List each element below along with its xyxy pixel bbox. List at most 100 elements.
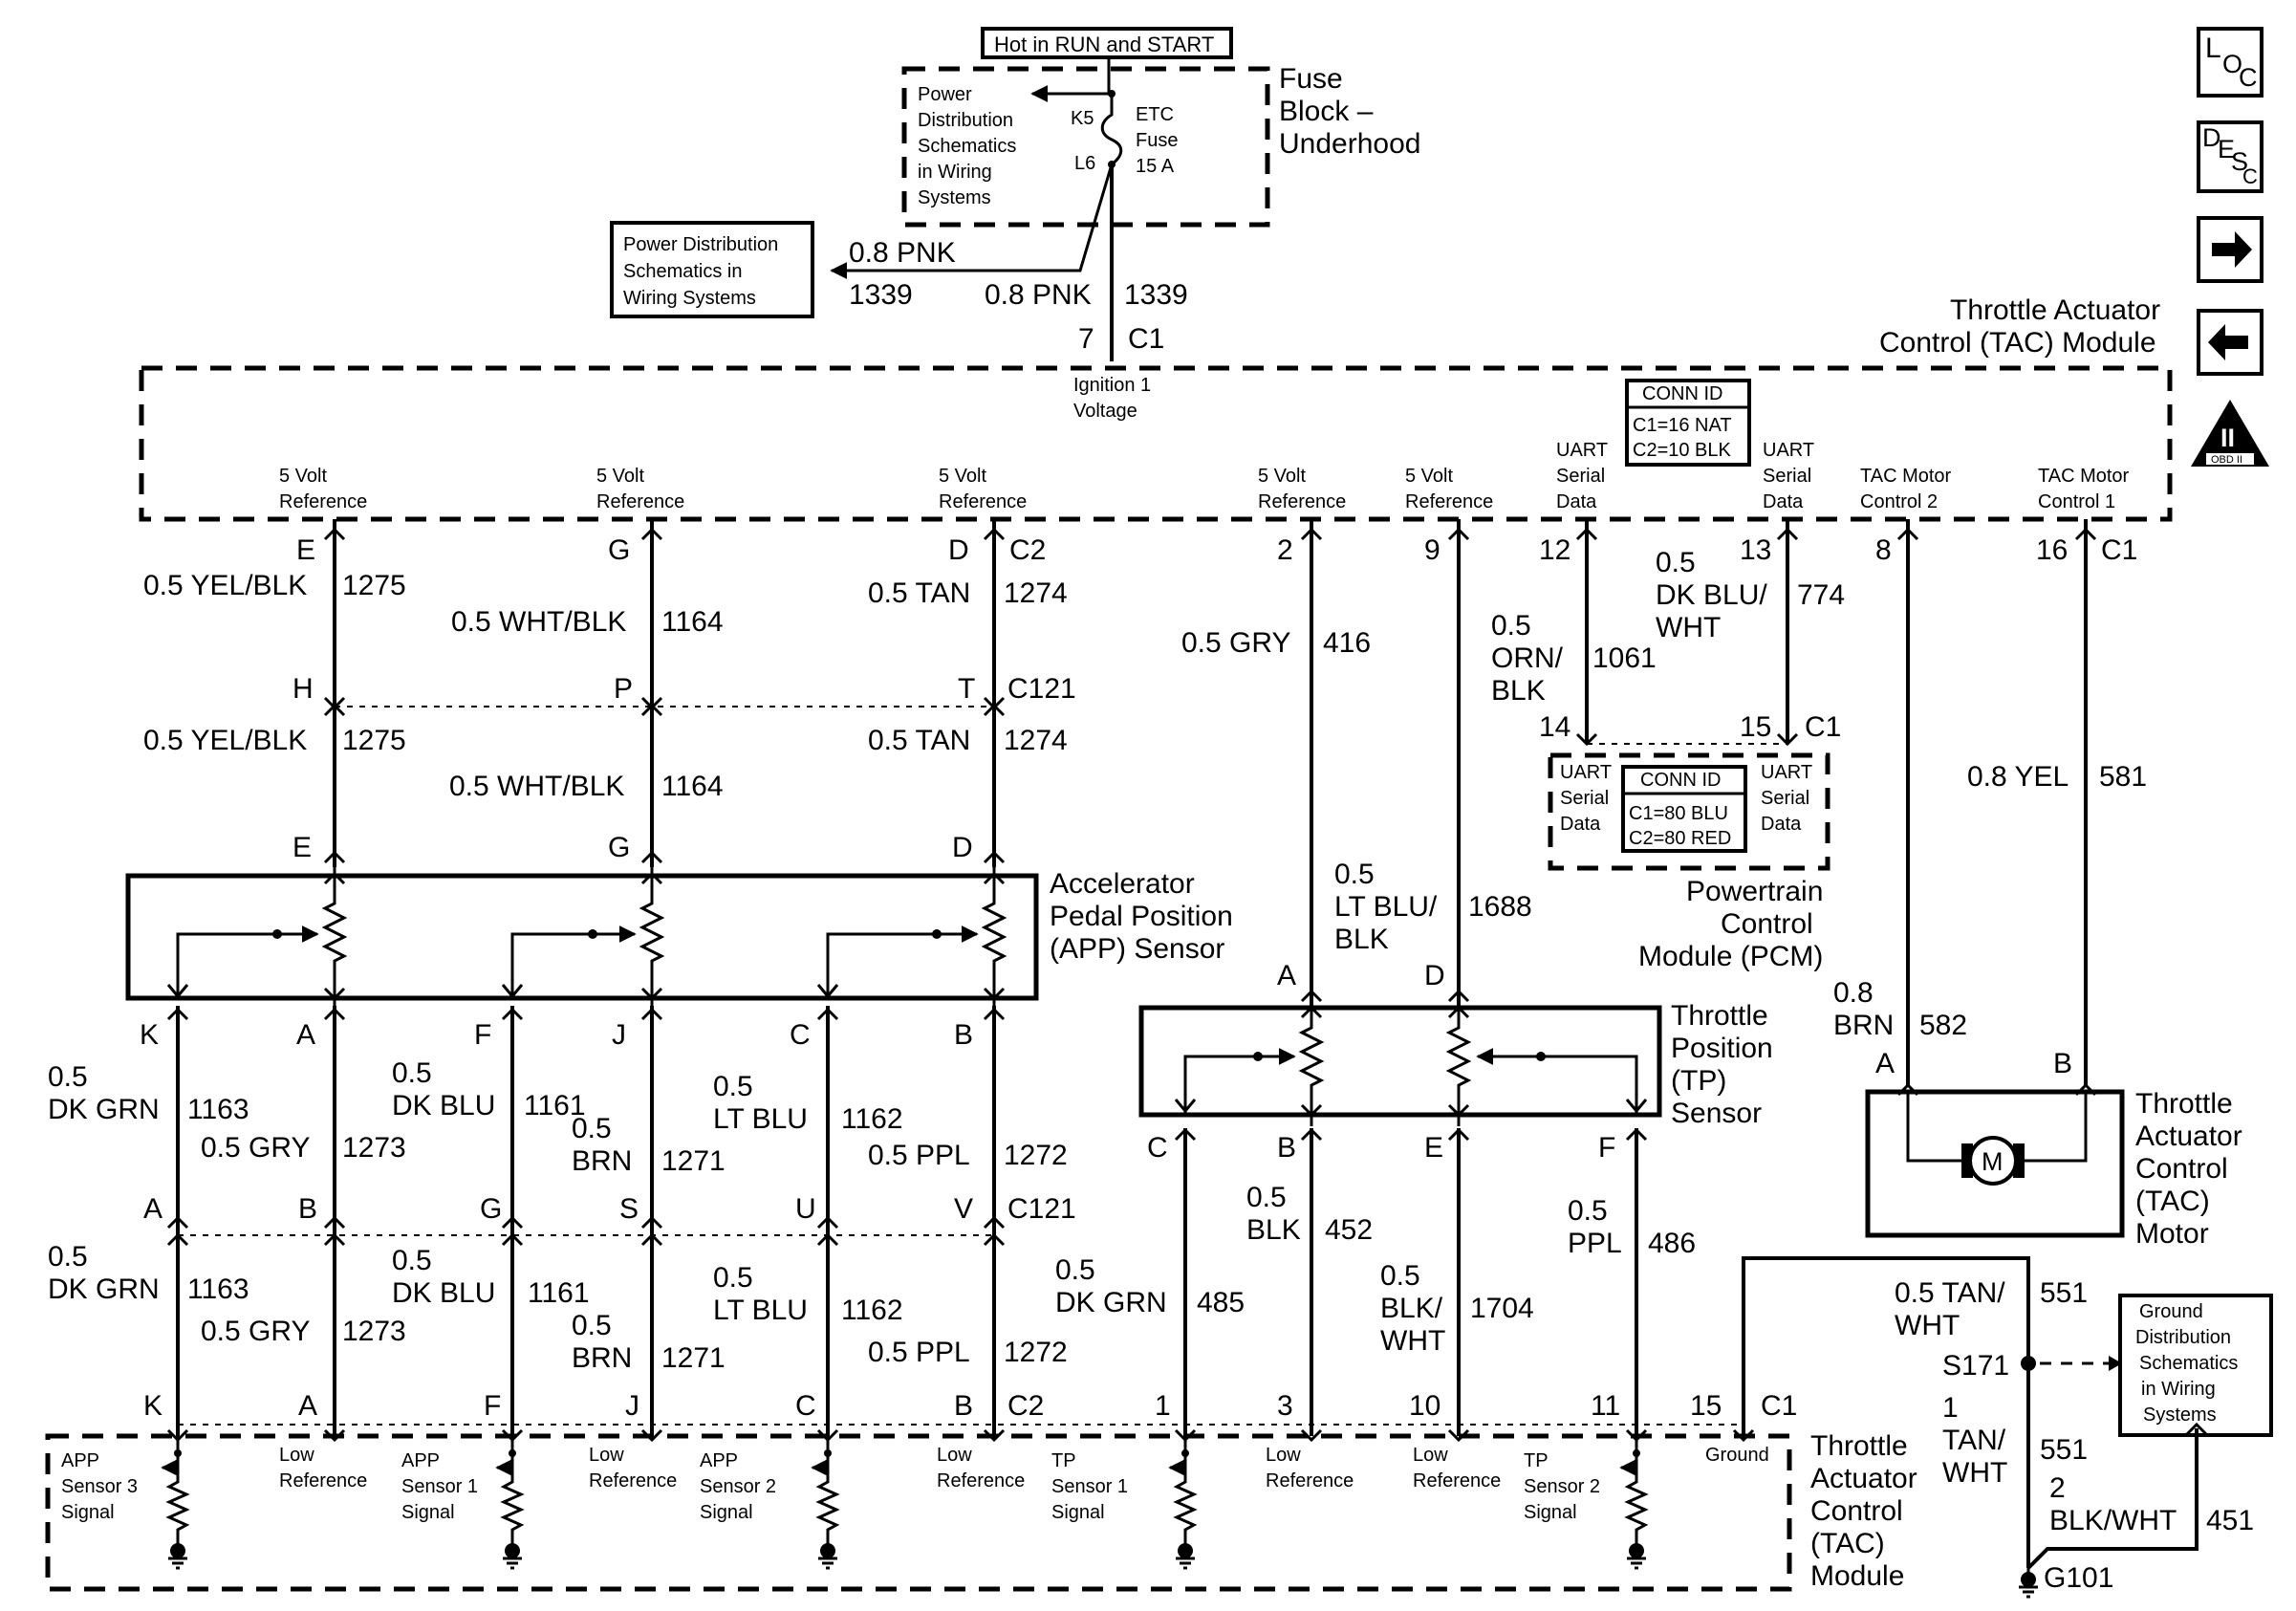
- svg-text:1163: 1163: [187, 1094, 249, 1125]
- svg-text:D: D: [1424, 960, 1445, 991]
- svg-text:1688: 1688: [1468, 891, 1532, 923]
- svg-text:A: A: [298, 1390, 317, 1422]
- svg-text:Actuator: Actuator: [2135, 1121, 2242, 1152]
- svg-text:486: 486: [1648, 1228, 1696, 1259]
- tac-motor-wires: [1896, 519, 2097, 1097]
- arrow-left-icon: [2208, 324, 2248, 360]
- svg-text:Signal: Signal: [1051, 1502, 1105, 1523]
- svg-text:551: 551: [2040, 1434, 2088, 1466]
- svg-text:13: 13: [1740, 534, 1771, 566]
- svg-text:1: 1: [1942, 1392, 1959, 1424]
- svg-text:Signal: Signal: [61, 1502, 115, 1523]
- svg-text:7: 7: [1078, 323, 1094, 355]
- svg-text:Power Distribution: Power Distribution: [623, 234, 778, 255]
- svg-text:UART: UART: [1763, 440, 1814, 461]
- svg-text:C1=16 NAT: C1=16 NAT: [1633, 415, 1732, 436]
- svg-text:581: 581: [2099, 761, 2147, 793]
- svg-text:Serial: Serial: [1556, 466, 1605, 487]
- c1-bottom-pins: 1 3 10 11 15 C1: [1155, 1390, 1797, 1422]
- next-page-button[interactable]: [2197, 216, 2264, 283]
- svg-text:1271: 1271: [661, 1145, 726, 1177]
- svg-text:2: 2: [2049, 1472, 2066, 1504]
- svg-text:Control: Control: [1721, 908, 1813, 940]
- svg-text:TAC Motor: TAC Motor: [1860, 466, 1952, 487]
- svg-text:Module (PCM): Module (PCM): [1638, 941, 1823, 972]
- svg-text:OBD II: OBD II: [2211, 454, 2242, 466]
- svg-text:UART: UART: [1556, 440, 1608, 461]
- etc-fuse-icon: [1100, 94, 1123, 166]
- svg-text:Distribution: Distribution: [2135, 1327, 2231, 1348]
- previous-page-button[interactable]: [2197, 309, 2264, 376]
- svg-text:II: II: [2220, 424, 2235, 452]
- c121-lower-pins: A B G S U V C121: [143, 1193, 1076, 1225]
- description-button[interactable]: D E S C: [2197, 120, 2264, 193]
- svg-text:DK BLU/: DK BLU/: [1656, 579, 1767, 611]
- svg-text:0.8 YEL: 0.8 YEL: [1967, 761, 2069, 793]
- svg-text:P: P: [614, 673, 633, 705]
- svg-text:1273: 1273: [342, 1316, 406, 1347]
- location-button[interactable]: L O C: [2197, 27, 2264, 98]
- svg-text:Position: Position: [1671, 1033, 1773, 1064]
- svg-text:Reference: Reference: [279, 1470, 367, 1491]
- svg-text:TP: TP: [1524, 1450, 1549, 1471]
- svg-text:1: 1: [1155, 1390, 1171, 1422]
- svg-text:B: B: [954, 1019, 973, 1051]
- svg-text:11: 11: [1591, 1390, 1620, 1422]
- svg-text:C: C: [795, 1390, 816, 1422]
- svg-text:1339: 1339: [849, 279, 913, 311]
- svg-text:Reference: Reference: [589, 1470, 677, 1491]
- svg-text:S: S: [2231, 147, 2248, 176]
- svg-text:C1: C1: [2101, 534, 2137, 566]
- svg-text:F: F: [484, 1390, 501, 1422]
- svg-text:C: C: [2242, 164, 2258, 188]
- svg-text:DK GRN: DK GRN: [1055, 1287, 1167, 1318]
- svg-text:APP: APP: [401, 1450, 440, 1471]
- svg-text:Schematics: Schematics: [918, 136, 1016, 157]
- svg-text:S: S: [619, 1193, 639, 1225]
- svg-text:1272: 1272: [1004, 1140, 1068, 1171]
- svg-text:0.5: 0.5: [392, 1057, 432, 1089]
- svg-text:B: B: [298, 1193, 317, 1225]
- svg-text:Actuator: Actuator: [1810, 1463, 1917, 1494]
- svg-text:5 Volt: 5 Volt: [1258, 466, 1306, 487]
- svg-text:Underhood: Underhood: [1279, 128, 1420, 160]
- svg-text:1275: 1275: [342, 725, 406, 756]
- svg-text:C1: C1: [1805, 711, 1841, 743]
- svg-text:F: F: [474, 1019, 491, 1051]
- svg-text:5 Volt: 5 Volt: [1405, 466, 1453, 487]
- tp-lower-wires: C B E F 0.5 DK GRN 485 0.5 BLK 452 0.5 B…: [1055, 1128, 1696, 1436]
- pnk-branch-wire: [830, 163, 1114, 279]
- obd2-button[interactable]: II OBD II: [2191, 400, 2269, 467]
- ground-icon: [501, 1537, 524, 1570]
- svg-text:Reference: Reference: [937, 1470, 1025, 1491]
- svg-text:0.5 TAN: 0.5 TAN: [868, 577, 970, 609]
- svg-text:Fuse: Fuse: [1136, 130, 1178, 151]
- svg-text:Data: Data: [1763, 491, 1804, 512]
- svg-text:1274: 1274: [1004, 725, 1068, 756]
- svg-text:0.5 PPL: 0.5 PPL: [868, 1337, 970, 1368]
- svg-text:0.5: 0.5: [1055, 1254, 1095, 1286]
- app-signal-wires: [176, 1006, 996, 1436]
- svg-text:C2=80 RED: C2=80 RED: [1629, 828, 1731, 849]
- svg-text:1061: 1061: [1592, 642, 1657, 674]
- svg-text:B: B: [954, 1390, 973, 1422]
- svg-text:10: 10: [1409, 1390, 1440, 1422]
- svg-text:0.5: 0.5: [1380, 1260, 1420, 1292]
- svg-text:1275: 1275: [342, 570, 406, 601]
- svg-text:0.5 TAN/: 0.5 TAN/: [1895, 1277, 2005, 1309]
- svg-text:TAN/: TAN/: [1942, 1425, 2006, 1456]
- svg-text:Schematics: Schematics: [2139, 1353, 2238, 1374]
- svg-text:(TP): (TP): [1671, 1065, 1726, 1097]
- svg-text:L6: L6: [1074, 153, 1095, 174]
- svg-text:0.8: 0.8: [1833, 977, 1874, 1009]
- svg-text:Throttle: Throttle: [2135, 1088, 2233, 1120]
- pcm-module: 14 15 C1 UART Serial Data UART Serial Da…: [1539, 711, 1841, 972]
- potentiometer-icon: [639, 867, 665, 1006]
- tac-conn-id-box: CONN ID C1=16 NAT C2=10 BLK: [1625, 379, 1751, 467]
- svg-text:WHT: WHT: [1895, 1310, 1960, 1341]
- ground-icon: [816, 1537, 839, 1570]
- fuse-block-underhood: Hot in RUN and START Power Distribution …: [901, 27, 1420, 228]
- svg-text:15: 15: [1690, 1390, 1722, 1422]
- svg-text:Schematics in: Schematics in: [623, 261, 743, 282]
